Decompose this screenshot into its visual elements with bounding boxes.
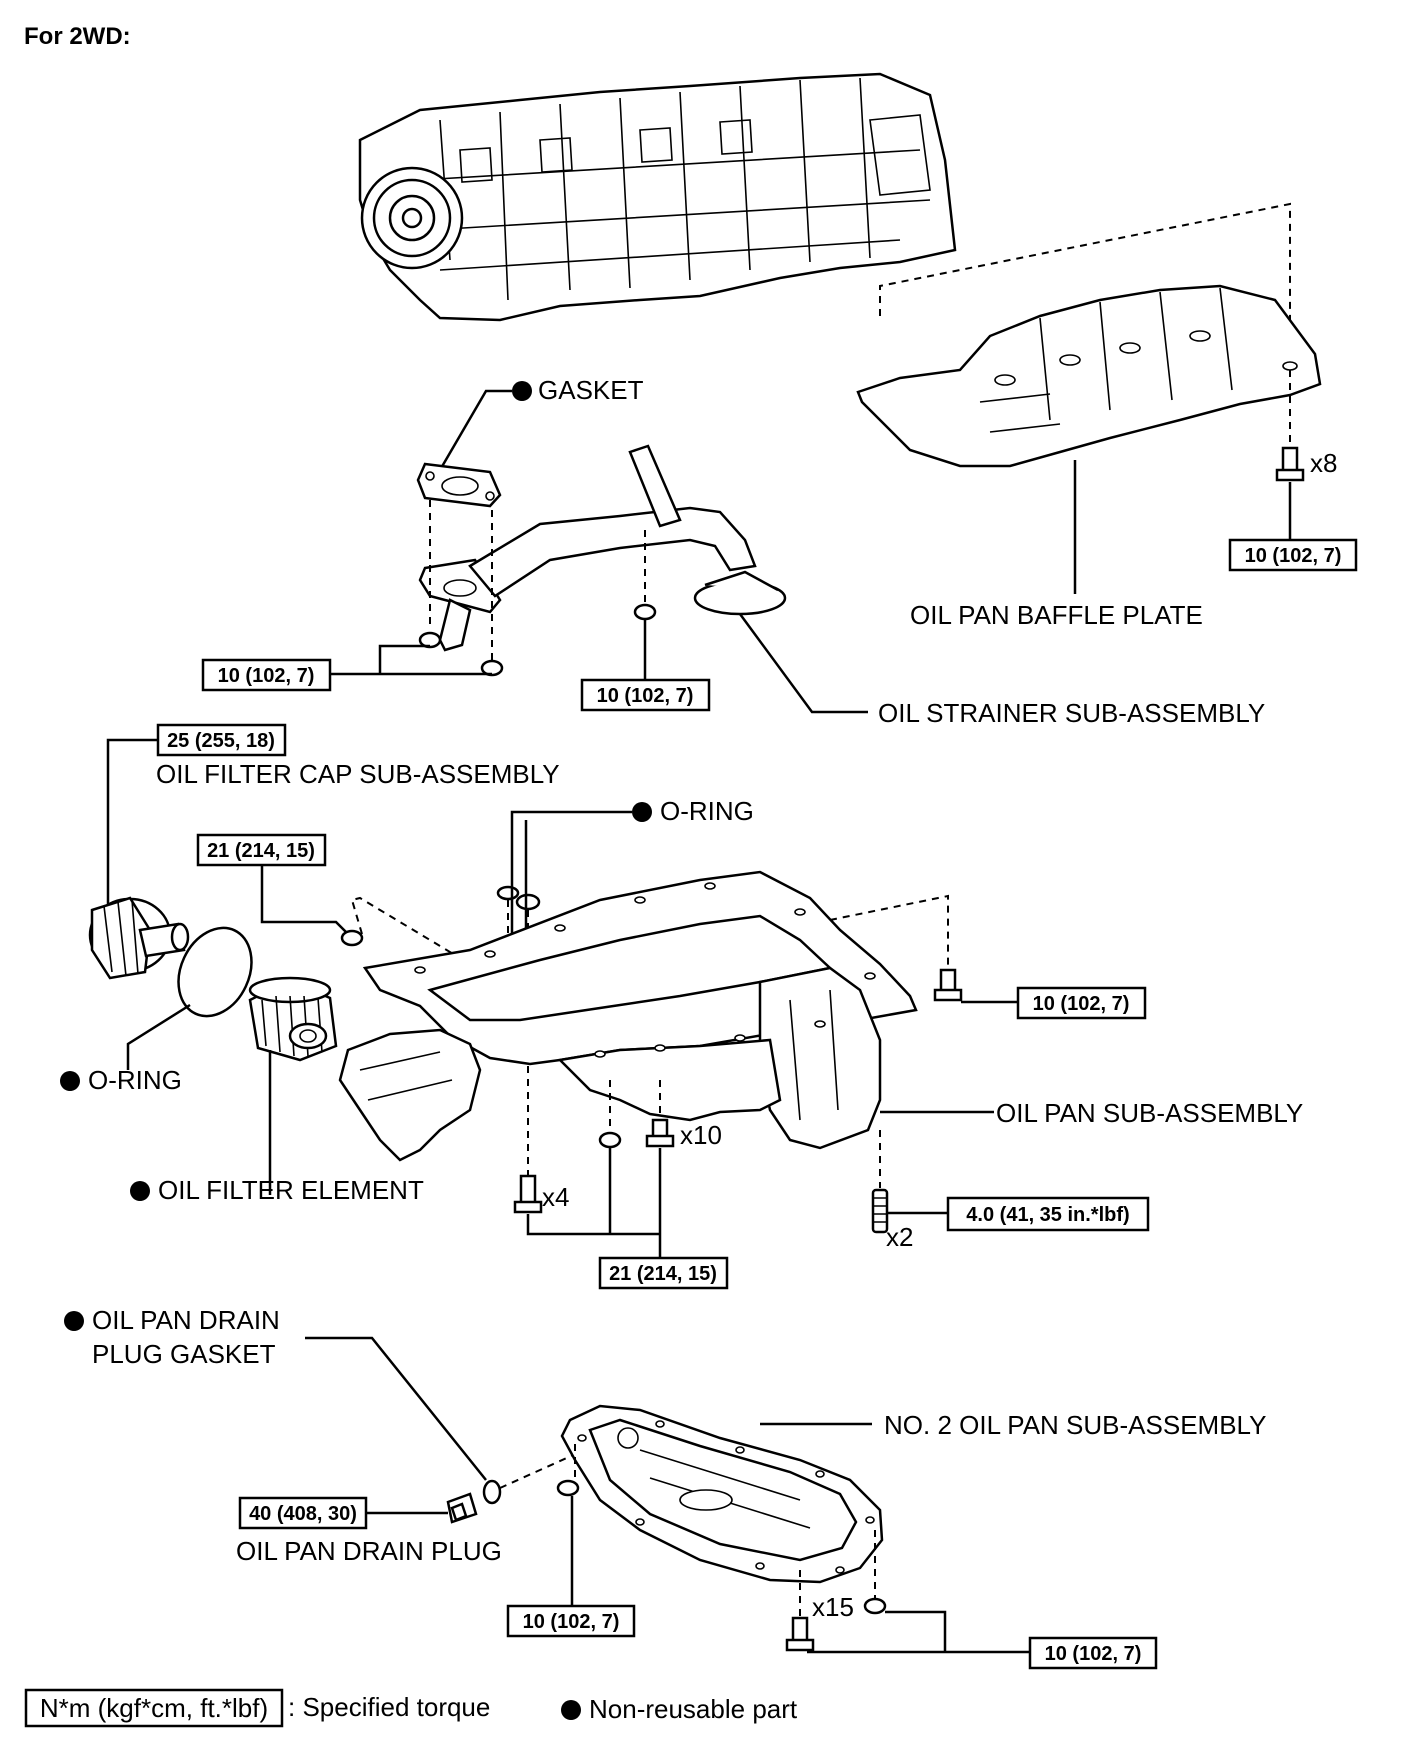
no2-pan-nut-left-icon	[556, 1479, 580, 1497]
torque-value-baffle: 10 (102, 7)	[1245, 545, 1342, 567]
oil-filter-element	[248, 976, 338, 1062]
pan-nut-left-icon	[340, 929, 364, 947]
legend-nonreusable-marker	[561, 1700, 581, 1720]
oil-strainer	[418, 444, 787, 652]
pan-stud-quantity: x2	[886, 1222, 913, 1252]
pan-nut-bottom-icon	[598, 1131, 622, 1149]
torque-value-pan-right: 10 (102, 7)	[1033, 993, 1130, 1015]
legend-torque-description: : Specified torque	[288, 1692, 490, 1722]
nonreusable-marker-o-ring-filter	[60, 1071, 80, 1091]
torque-box-pan-bottom	[598, 1256, 729, 1290]
torque-value-filter-cap: 25 (255, 18)	[167, 730, 275, 752]
no2-pan-bolt-quantity: x15	[812, 1592, 854, 1622]
torque-value-strainer-center: 10 (102, 7)	[597, 685, 694, 707]
label-drain-plug-gasket-line2: PLUG GASKET	[92, 1339, 276, 1369]
torque-value-strainer-left: 10 (102, 7)	[218, 665, 315, 687]
torque-box-pan-left	[196, 833, 327, 867]
torque-value-drain-plug: 40 (408, 30)	[249, 1503, 357, 1525]
oil-pan-sub-assembly	[338, 870, 918, 1162]
no2-oil-pan-sub-assembly	[560, 1404, 884, 1584]
torque-box-no2-pan-left	[506, 1604, 636, 1638]
torque-box-strainer-left	[201, 658, 332, 692]
nonreusable-marker-filter-element	[130, 1181, 150, 1201]
label-oil-filter-cap: OIL FILTER CAP SUB-ASSEMBLY	[156, 759, 560, 789]
oil-pan-baffle-plate	[856, 202, 1322, 594]
oil-filter-cap	[88, 896, 190, 980]
legend-torque-format: N*m (kgf*cm, ft.*lbf)	[40, 1693, 268, 1723]
torque-value-pan-bottom: 21 (214, 15)	[609, 1263, 717, 1285]
strainer-nut-center-icon	[633, 603, 657, 621]
label-no2-oil-pan: NO. 2 OIL PAN SUB-ASSEMBLY	[884, 1410, 1266, 1440]
pan-bolt-x10-quantity: x10	[680, 1120, 722, 1150]
engine-block-illustration	[358, 72, 957, 322]
label-drain-plug-gasket-line1: OIL PAN DRAIN	[92, 1305, 280, 1335]
torque-value-pan-stud: 4.0 (41, 35 in.*lbf)	[966, 1204, 1129, 1226]
nonreusable-marker-drain-gasket	[64, 1311, 84, 1331]
legend-nonreusable-text: Non-reusable part	[589, 1694, 798, 1724]
label-oil-strainer: OIL STRAINER SUB-ASSEMBLY	[878, 698, 1265, 728]
o-ring-pan-1	[496, 885, 520, 901]
torque-value-no2-pan-right: 10 (102, 7)	[1045, 1643, 1142, 1665]
label-o-ring-filter: O-RING	[88, 1065, 182, 1095]
nonreusable-marker-gasket	[512, 381, 532, 401]
label-gasket: GASKET	[538, 375, 644, 405]
nonreusable-marker-o-ring-pan	[632, 802, 652, 822]
torque-box-baffle	[1228, 538, 1358, 572]
label-oil-pan-drain-plug: OIL PAN DRAIN PLUG	[236, 1536, 502, 1566]
baffle-bolt-quantity: x8	[1310, 448, 1337, 478]
no2-pan-nut-right-icon	[863, 1597, 887, 1615]
gasket	[416, 462, 502, 508]
torque-box-drain-plug	[238, 1496, 368, 1530]
torque-box-filter-cap	[156, 723, 287, 757]
drain-plug-gasket	[482, 1479, 502, 1505]
pan-bolt-x4-quantity: x4	[542, 1182, 569, 1212]
torque-box-strainer-center	[580, 678, 711, 712]
torque-box-pan-stud	[946, 1196, 1150, 1232]
oil-pan-drain-plug	[446, 1492, 478, 1524]
o-ring-pan-2	[515, 893, 541, 911]
legend-torque-box	[24, 1688, 284, 1728]
label-oil-pan-baffle-plate: OIL PAN BAFFLE PLATE	[910, 600, 1203, 630]
label-oil-pan: OIL PAN SUB-ASSEMBLY	[996, 1098, 1303, 1128]
label-o-ring-pan: O-RING	[660, 796, 754, 826]
torque-box-pan-right	[1016, 986, 1147, 1020]
torque-value-pan-left: 21 (214, 15)	[207, 840, 315, 862]
torque-box-no2-pan-right	[1028, 1636, 1158, 1670]
label-oil-filter-element: OIL FILTER ELEMENT	[158, 1175, 424, 1205]
o-ring-filter	[177, 926, 253, 1018]
torque-value-no2-pan-left: 10 (102, 7)	[523, 1611, 620, 1633]
page-title: For 2WD:	[24, 23, 131, 50]
pan-stud-icon	[871, 1188, 889, 1234]
